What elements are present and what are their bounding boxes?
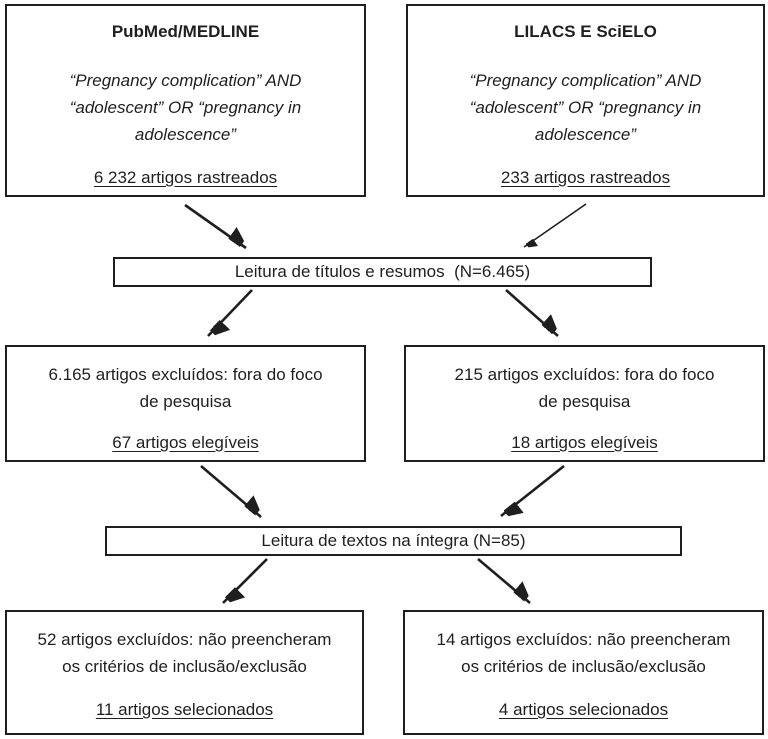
eligible-count-lilacs-scielo: 18 artigos elegíveis: [511, 433, 658, 452]
source-box-lilacs-scielo: LILACS E SciELO “Pregnancy complication”…: [406, 4, 765, 197]
excluded-text-lilacs-scielo: 215 artigos excluídos: fora do foco de p…: [454, 365, 715, 411]
stage1-label: Leitura de títulos e resumos (N=6.465): [234, 262, 531, 281]
selected-count-pubmed: 11 artigos selecionados: [95, 700, 274, 719]
source-title-pubmed: PubMed/MEDLINE: [111, 22, 260, 41]
final-excluded-text-pubmed: 52 artigos excluídos: não preencheram os…: [37, 630, 332, 676]
arrow-stage2-to-final-right: [477, 558, 530, 604]
screening-box-lilacs-scielo: 215 artigos excluídos: fora do foco de p…: [404, 345, 765, 462]
search-query-lilacs-scielo: “Pregnancy complication” AND “adolescent…: [469, 71, 702, 144]
screening-box-pubmed: 6.165 artigos excluídos: fora do foco de…: [5, 345, 366, 462]
arrow-lilacs-to-stage1: [523, 203, 587, 247]
arrow-stage1-to-screening-left: [207, 289, 253, 336]
final-box-lilacs-scielo: 14 artigos excluídos: não preencheram os…: [403, 610, 764, 735]
screened-count-pubmed: 6 232 artigos rastreados: [93, 168, 278, 187]
stage2-label: Leitura de textos na íntegra (N=85): [261, 531, 526, 550]
stage-bar-fulltext-reading: Leitura de textos na íntegra (N=85): [105, 526, 682, 556]
stage-bar-title-abstract-reading: Leitura de títulos e resumos (N=6.465): [113, 257, 652, 287]
search-query-pubmed: “Pregnancy complication” AND “adolescent…: [69, 71, 302, 144]
eligible-count-pubmed: 67 artigos elegíveis: [112, 433, 259, 452]
arrow-pubmed-to-stage1: [184, 203, 246, 250]
arrow-screening-right-to-stage2: [500, 464, 565, 516]
source-title-lilacs-scielo: LILACS E SciELO: [514, 22, 657, 41]
screened-count-lilacs-scielo: 233 artigos rastreados: [500, 168, 671, 187]
final-excluded-text-lilacs-scielo: 14 artigos excluídos: não preencheram os…: [436, 630, 731, 676]
selected-count-lilacs-scielo: 4 artigos selecionados: [498, 700, 669, 719]
final-box-pubmed: 52 artigos excluídos: não preencheram os…: [5, 610, 364, 735]
arrow-stage2-to-final-left: [222, 558, 268, 603]
arrow-screening-left-to-stage2: [200, 465, 261, 518]
excluded-text-pubmed: 6.165 artigos excluídos: fora do foco de…: [48, 365, 323, 411]
arrow-stage1-to-screening-right: [505, 289, 558, 337]
source-box-pubmed: PubMed/MEDLINE “Pregnancy complication” …: [5, 4, 366, 197]
